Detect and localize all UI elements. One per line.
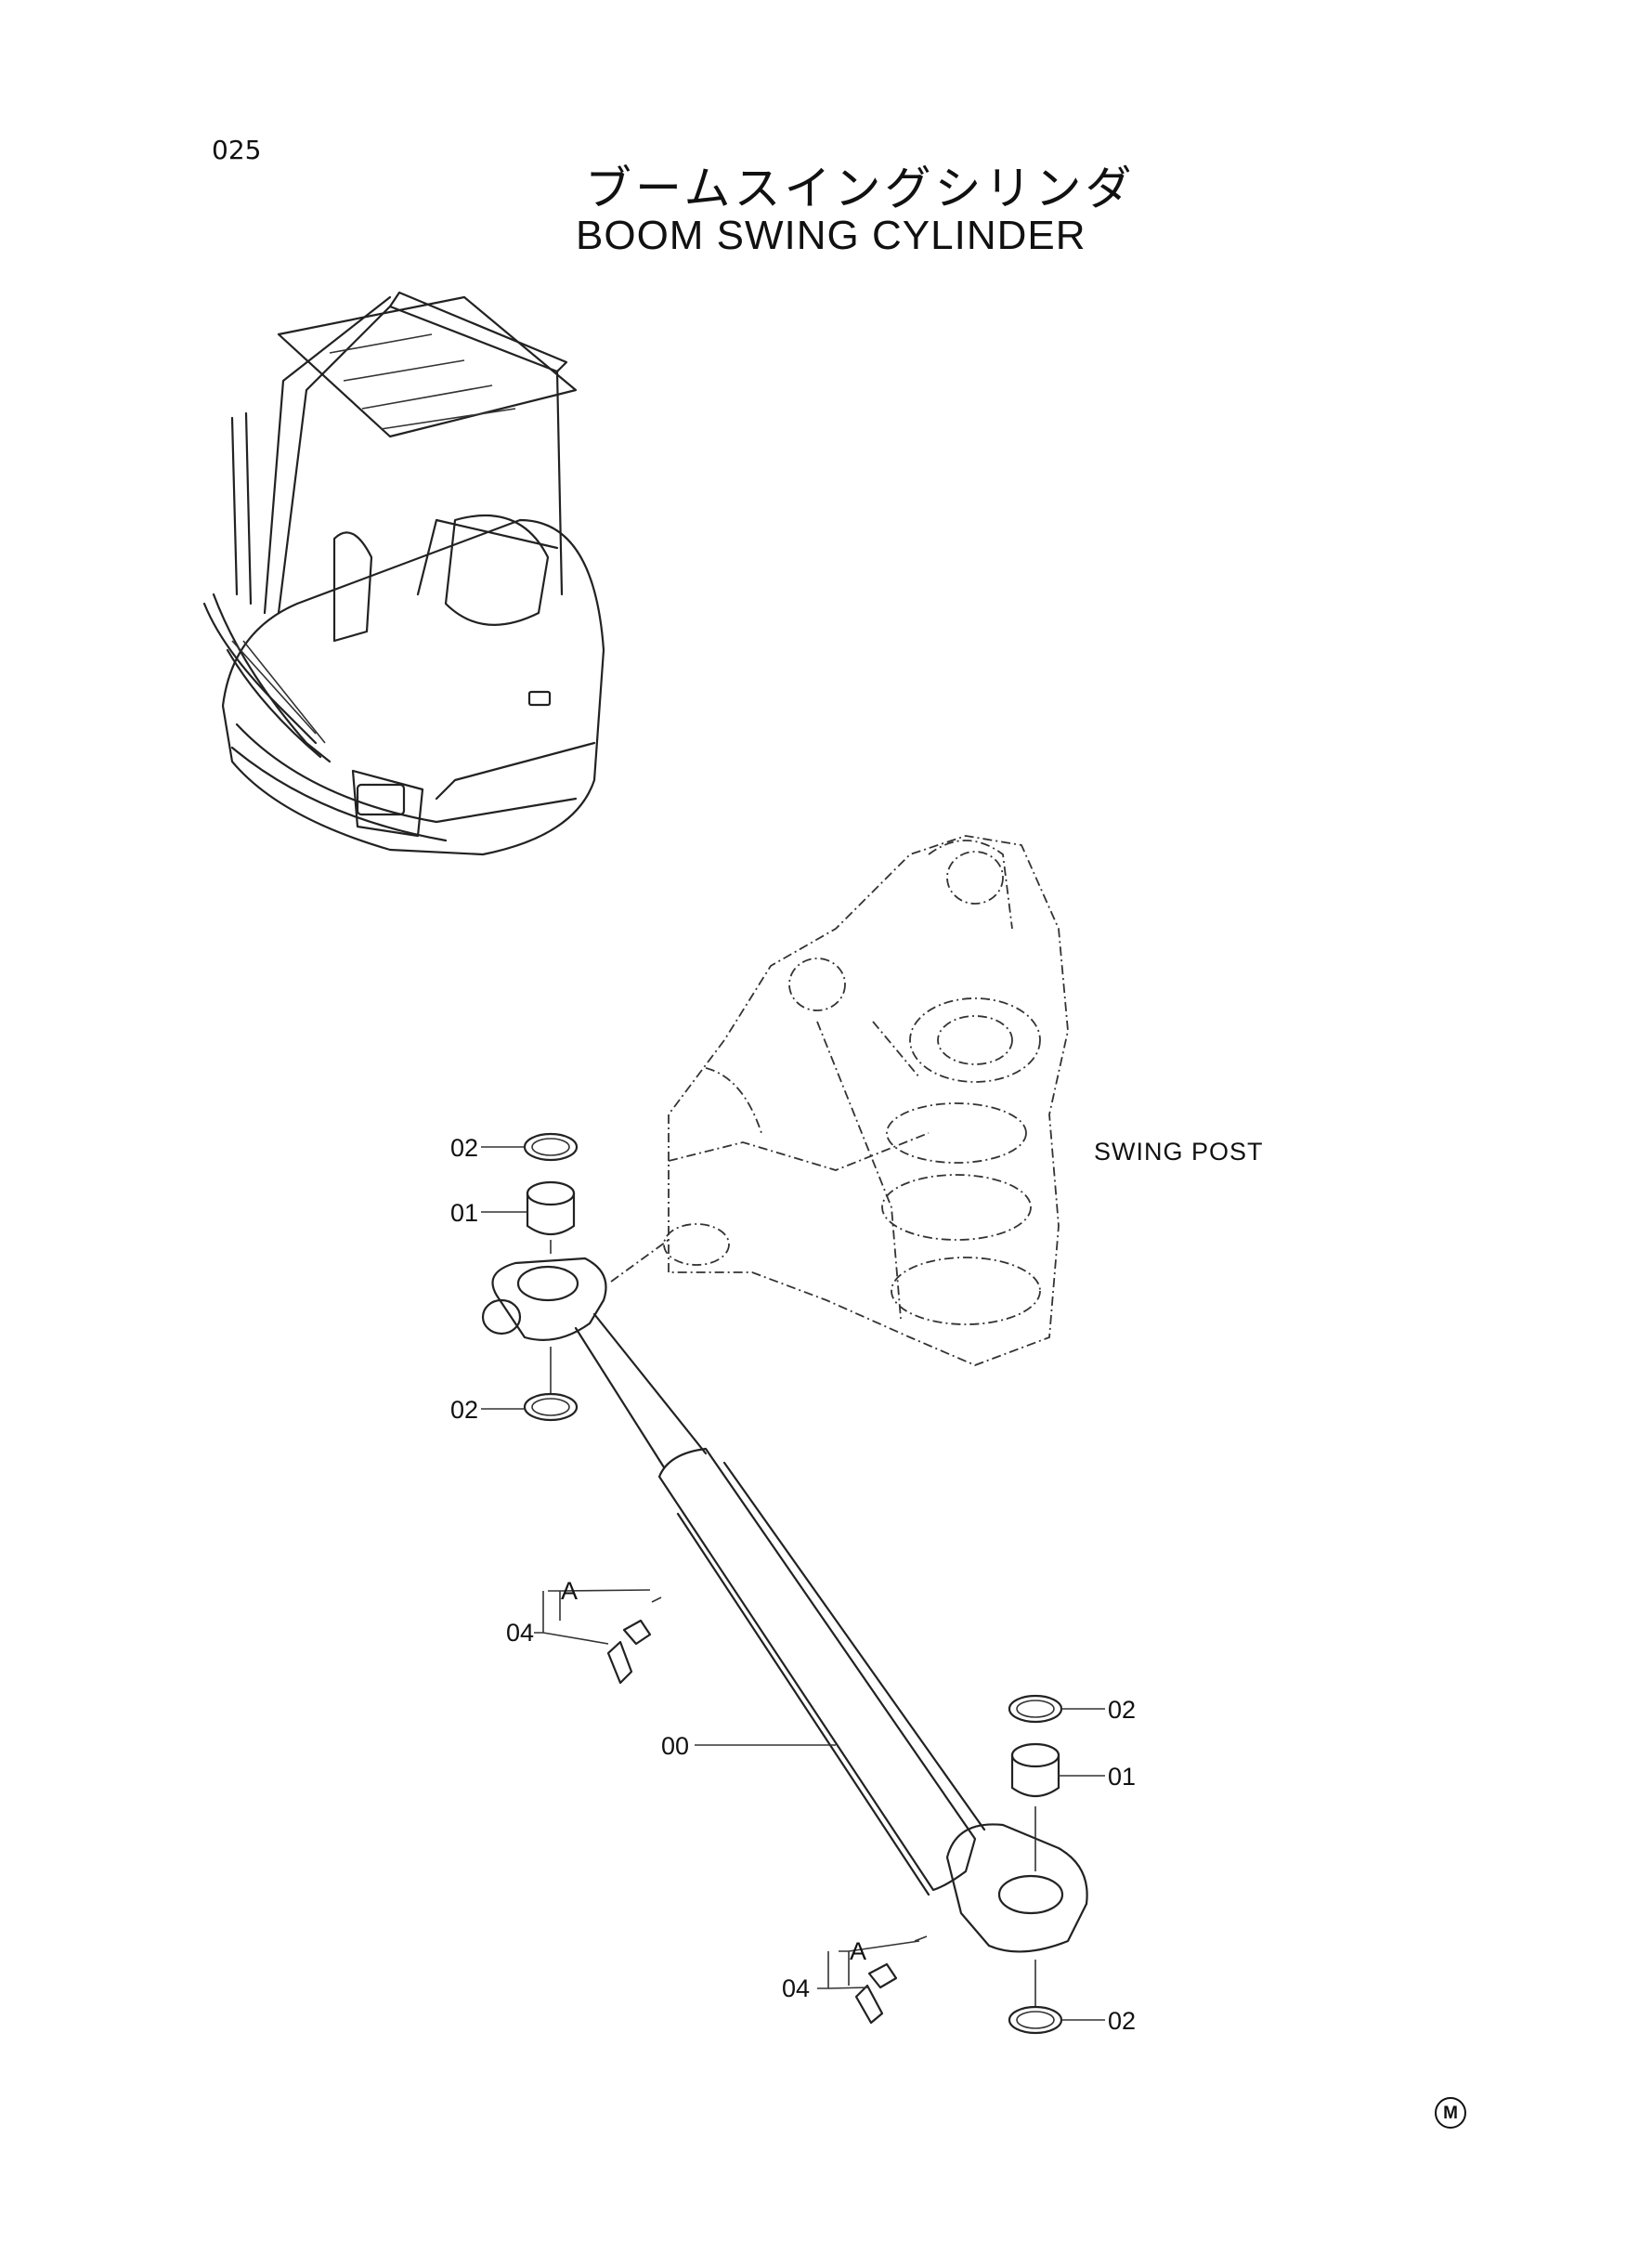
callout-label: 04 <box>506 1619 535 1647</box>
excavator-overview-illustration <box>202 291 605 856</box>
page-number: 025 <box>212 135 262 165</box>
callout-label: 00 <box>661 1732 690 1760</box>
callout-leader-lines <box>481 1146 1105 2021</box>
callout-label: A <box>850 1937 867 1965</box>
swing-post-label: SWING POST <box>1094 1138 1264 1166</box>
callout-label: 02 <box>1108 2007 1137 2035</box>
swing-post-illustration <box>663 835 1069 1366</box>
callout-label: 04 <box>782 1974 811 2002</box>
page-title: BOOM SWING CYLINDER <box>576 213 1086 258</box>
callout-label: 01 <box>1108 1763 1137 1791</box>
callout-label: A <box>561 1577 579 1605</box>
callout-label: 02 <box>1108 1696 1137 1724</box>
boom-swing-cylinder-illustration <box>481 1132 1088 2035</box>
page-title-japanese: ブームスイングシリンダ <box>585 162 1136 215</box>
maker-mark: M <box>1435 2097 1466 2129</box>
callout-label: 02 <box>450 1134 479 1162</box>
callout-label: 02 <box>450 1396 479 1424</box>
callout-label: 01 <box>450 1199 479 1227</box>
